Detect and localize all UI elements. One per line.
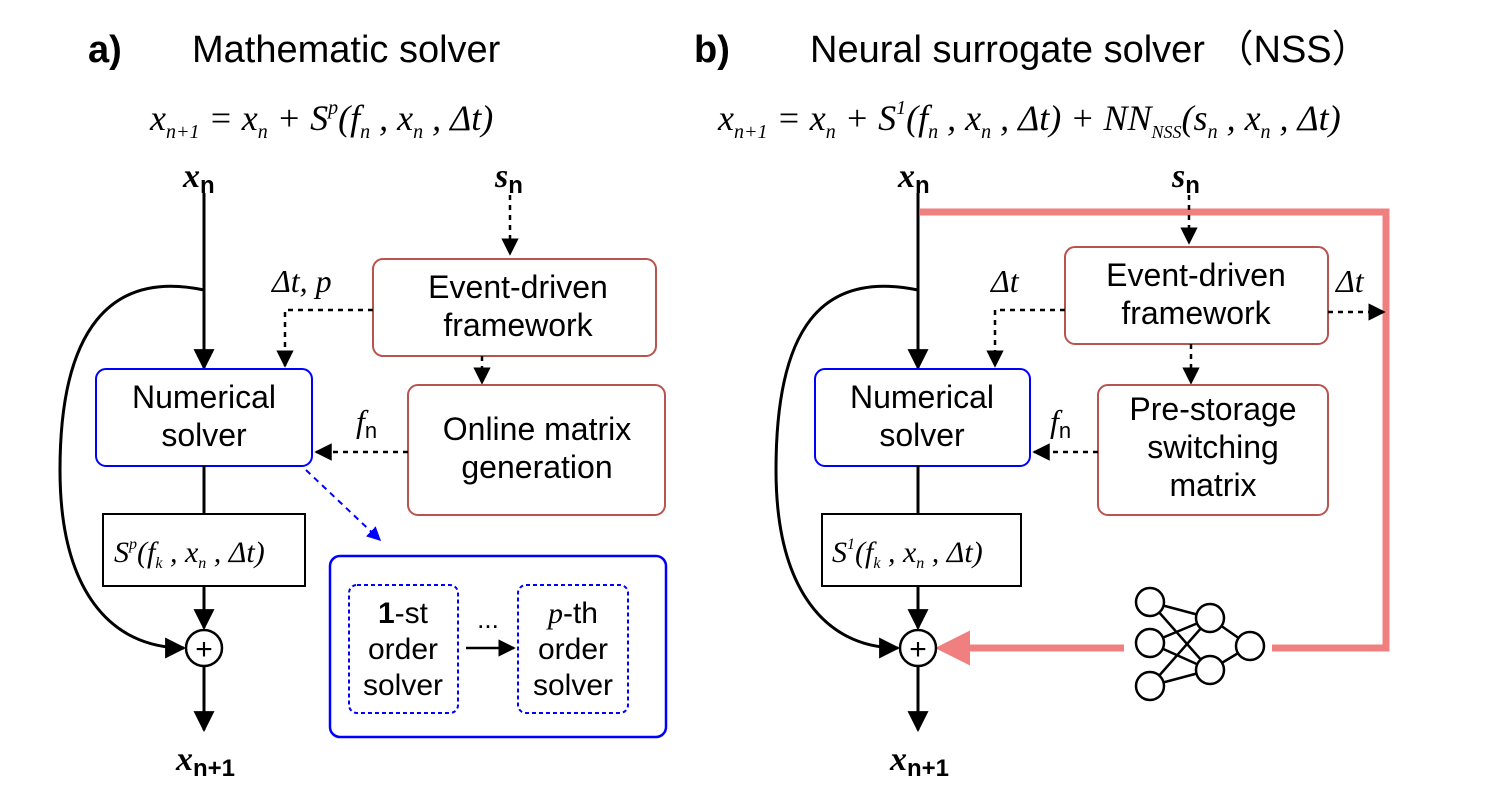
panel-a-numerical-label-2: solver <box>161 417 247 453</box>
panel-a-event-label-1: Event-driven <box>428 269 608 305</box>
panel-b-equation: xn+1 = xn + S1(fn , xn , Δt) + NNNSS(sn … <box>717 97 1341 143</box>
panel-b-plus-symbol: + <box>909 633 927 666</box>
pth-order-label-3: solver <box>533 669 613 702</box>
panel-a-detail-arrow <box>305 469 382 541</box>
panel-b-numerical-box <box>814 368 1031 467</box>
panel-b-fn-label: fn <box>1050 403 1071 443</box>
panel-b-prestorage-label-3: matrix <box>1169 467 1256 503</box>
panel-b-prestorage-label-2: switching <box>1147 429 1279 465</box>
panel-b-s1-box <box>821 513 1022 587</box>
panel-b-dt-left-arrow <box>986 308 1065 368</box>
first-order-solver-box <box>348 584 459 714</box>
panel-b-input-x: xn <box>897 158 930 199</box>
panel-a-output-x: xn+1 <box>175 741 235 782</box>
panel-a-event-label-2: framework <box>443 307 593 343</box>
panel-b-event-label-2: framework <box>1121 295 1271 331</box>
panel-b-title: Neural surrogate solver （NSS） <box>810 29 1370 71</box>
panel-a-tag: a) <box>88 29 122 71</box>
nn-input-path <box>920 208 1390 652</box>
pth-order-solver-box <box>517 584 629 714</box>
panel-a-fn-label: fn <box>356 403 377 443</box>
pth-order-label-2: order <box>538 633 608 666</box>
panel-a-dt-p-label: Δt, p <box>270 263 332 299</box>
panel-b: b) Neural surrogate solver （NSS） xn+1 = … <box>694 29 1390 782</box>
panel-b-event-label-1: Event-driven <box>1106 257 1286 293</box>
panel-a: a) Mathematic solver xn+1 = xn + Sp(fn ,… <box>58 29 668 782</box>
pth-order-label-1: p-th <box>546 597 598 630</box>
panel-b-dt-right-label: Δt <box>1334 263 1365 299</box>
panel-a-title: Mathematic solver <box>192 29 501 71</box>
panel-b-input-s: sn <box>1171 158 1200 199</box>
panel-a-sp-label: Sp(fk , xn , Δt) <box>114 536 265 572</box>
panel-b-s1-label: S1(fk , xn , Δt) <box>832 536 983 572</box>
first-order-label-3: solver <box>363 669 443 702</box>
panel-b-prestorage-label-1: Pre-storage <box>1129 391 1296 427</box>
panel-b-output-x: xn+1 <box>889 741 949 782</box>
panel-a-input-s: sn <box>494 158 523 199</box>
panel-a-event-box <box>372 258 657 357</box>
panel-b-numerical-label-2: solver <box>879 417 965 453</box>
panel-a-sp-box <box>102 513 306 587</box>
first-order-label-2: order <box>368 633 438 666</box>
panel-b-numerical-label-1: Numerical <box>850 379 994 415</box>
panel-a-online-box <box>407 384 666 516</box>
panel-b-skip-connection <box>774 284 919 659</box>
panel-a-plus-symbol: + <box>195 633 213 666</box>
panel-a-input-x: xn <box>182 158 215 199</box>
neural-network-icon <box>1134 586 1266 702</box>
panel-a-online-label-1: Online matrix <box>443 411 632 447</box>
first-order-label-1: 1-st <box>378 597 429 630</box>
panel-a-equation: xn+1 = xn + Sp(fn , xn , Δt) <box>149 97 493 143</box>
panel-b-dt-left-label: Δt <box>989 263 1020 299</box>
panel-a-skip-connection <box>58 284 205 659</box>
detail-dots: ... <box>477 604 499 634</box>
panel-b-event-box <box>1064 246 1329 345</box>
panel-b-prestorage-box <box>1097 384 1329 516</box>
panel-a-dt-arrow <box>276 308 373 368</box>
panel-a-numerical-label-1: Numerical <box>132 379 276 415</box>
panel-b-tag: b) <box>694 29 730 71</box>
panel-a-online-label-2: generation <box>461 449 612 485</box>
